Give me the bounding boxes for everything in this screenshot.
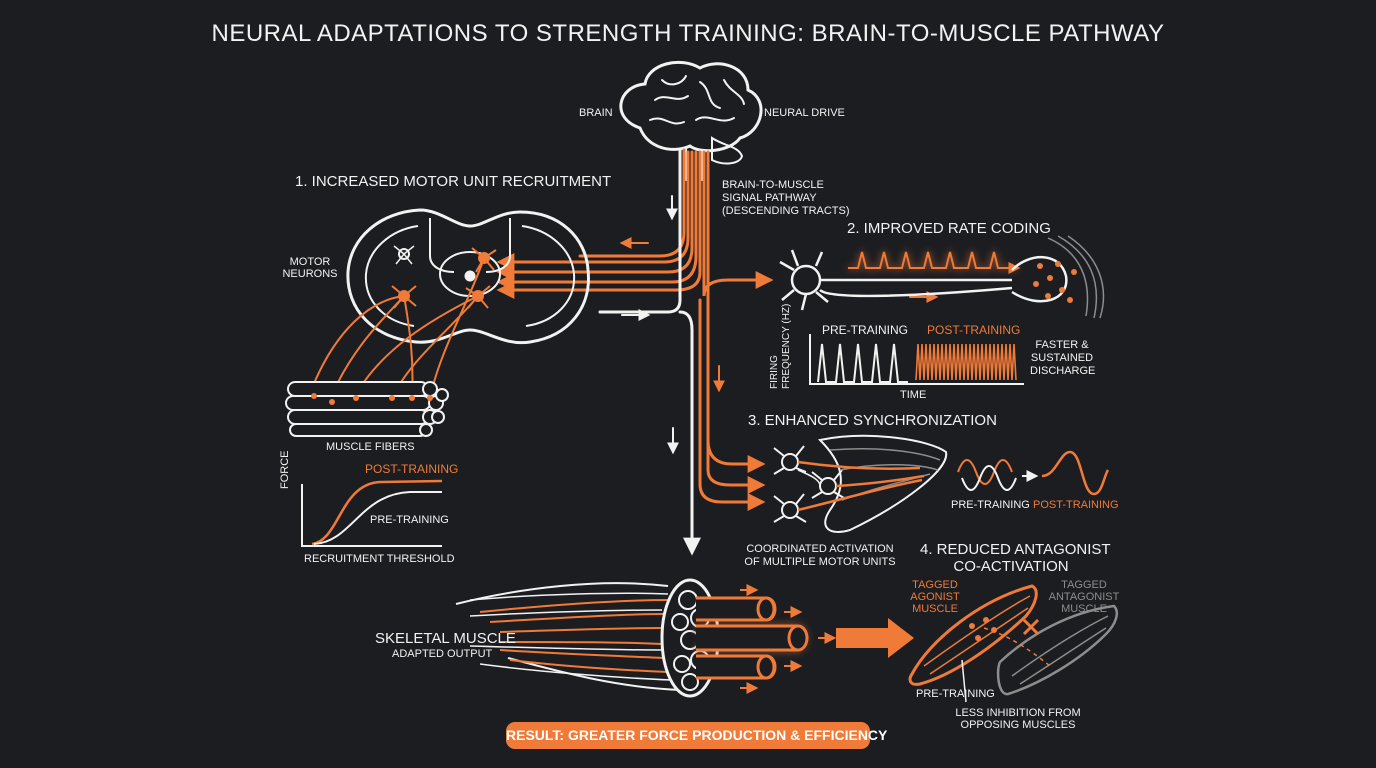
section4-heading-line2: CO-ACTIVATION — [953, 558, 1069, 575]
agonist-label-line1: TAGGED — [912, 579, 958, 591]
section2-heading: 2. IMPROVED RATE CODING — [847, 220, 1051, 237]
neural-drive-label: NEURAL DRIVE — [764, 107, 845, 119]
discharge-note-line1: FASTER & — [1035, 339, 1089, 351]
sync-caption-line2: OF MULTIPLE MOTOR UNITS — [744, 556, 896, 568]
section3-heading: 3. ENHANCED SYNCHRONIZATION — [748, 412, 997, 429]
agonist-label-line3: MUSCLE — [912, 603, 958, 615]
motor-neuron-icons — [391, 245, 497, 309]
sync-pre-label: PRE-TRAINING — [951, 499, 1030, 511]
force-recruitment-graph — [301, 479, 443, 547]
force-graph-pre-label: PRE-TRAINING — [370, 514, 449, 526]
synchronization-wave-icons — [957, 450, 1110, 496]
pathway-label-line2: SIGNAL PATHWAY — [722, 192, 817, 204]
frequency-y-label-line1: FIRING — [769, 355, 780, 389]
pathway-label-line1: BRAIN-TO-MUSCLE — [722, 179, 824, 191]
force-graph-y-label: FORCE — [279, 450, 291, 490]
skeletal-muscle-label: SKELETAL MUSCLE — [375, 630, 516, 647]
muscle-fibers-icon — [285, 381, 449, 437]
rate-pre-label: PRE-TRAINING — [822, 323, 909, 337]
frequency-y-label-line2: FREQUENCY (Hz) — [780, 303, 792, 389]
pathway-label-line3: (DESCENDING TRACTS) — [722, 205, 850, 217]
force-graph-x-label: RECRUITMENT THRESHOLD — [304, 553, 455, 565]
section1-heading: 1. INCREASED MOTOR UNIT RECRUITMENT — [295, 173, 612, 190]
motor-neurons-label-line1: MOTOR — [289, 256, 331, 268]
descending-pathway — [496, 148, 774, 511]
page-title: NEURAL ADAPTATIONS TO STRENGTH TRAINING:… — [211, 20, 1165, 47]
motor-neurons-label-line2: NEURONS — [282, 268, 338, 280]
frequency-x-label: TIME — [900, 389, 927, 401]
descending-pathway-white — [598, 148, 701, 556]
antagonist-label-line1: TAGGED — [1061, 579, 1107, 591]
inhibition-note-line2: OPPOSING MUSCLES — [960, 719, 1076, 731]
adapted-output-label: ADAPTED OUTPUT — [392, 648, 493, 660]
agonist-label-line2: AGONIST — [910, 591, 960, 603]
sync-caption-line1: COORDINATED ACTIVATION — [746, 543, 894, 555]
rate-coding-spike-train — [848, 251, 1021, 274]
inhibition-note-line1: LESS INHIBITION FROM — [955, 707, 1081, 719]
antagonist-pre-label: PRE-TRAINING — [916, 688, 995, 700]
agonist-antagonist-icon — [908, 584, 1118, 703]
neuromuscular-junction-icon — [1011, 235, 1105, 319]
spinal-cord-icon — [346, 208, 590, 345]
force-graph-post-label: POST-TRAINING — [365, 462, 459, 476]
rate-post-label: POST-TRAINING — [927, 323, 1021, 337]
antagonist-label-line3: MUSCLE — [1061, 603, 1107, 615]
skeletal-muscle-icon — [455, 578, 914, 698]
synchronization-muscle-icon — [797, 434, 948, 533]
direction-arrows — [619, 195, 939, 455]
antagonist-label-line2: ANTAGONIST — [1048, 591, 1120, 603]
fiber-nerve-terminals — [311, 393, 433, 405]
discharge-note-line2: SUSTAINED — [1030, 352, 1094, 364]
brain-icon — [619, 60, 763, 181]
frequency-chart — [809, 334, 1024, 385]
result-badge: RESULT: GREATER FORCE PRODUCTION & EFFIC… — [506, 722, 887, 749]
brain-label: BRAIN — [579, 107, 613, 119]
discharge-note-line3: DISCHARGE — [1030, 365, 1096, 377]
section4-heading-line1: 4. REDUCED ANTAGONIST — [920, 541, 1111, 558]
rate-coding-neuron-icon — [779, 249, 1013, 311]
sync-post-label: POST-TRAINING — [1033, 499, 1119, 511]
muscle-fibers-label: MUSCLE FIBERS — [326, 441, 415, 453]
